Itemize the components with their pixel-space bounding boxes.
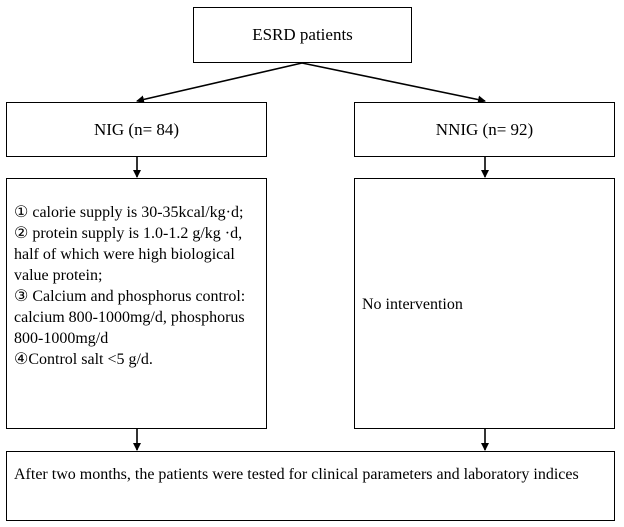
- arrow-root-to-nnig: [301, 62, 486, 104]
- nig-intervention-item-calorie: ① calorie supply is 30-35kcal/kg·d;: [14, 204, 244, 221]
- root-node-box: ESRD patients: [193, 7, 412, 63]
- nnig-group-box: NNIG (n= 92): [354, 102, 615, 157]
- nig-group-label: NIG (n= 84): [93, 119, 180, 139]
- nig-intervention-item-salt: ④Control salt <5 g/d.: [14, 351, 153, 368]
- outcome-text: After two months, the patients were test…: [14, 466, 579, 483]
- root-node-label: ESRD patients: [252, 25, 353, 44]
- nig-intervention-item-calcium-phosphorus: ③ Calcium and phosphorus control: calciu…: [14, 288, 246, 347]
- nnig-group-label: NNIG (n= 92): [435, 119, 534, 139]
- nig-intervention-item-protein: ② protein supply is 1.0-1.2 g/kg ·d, hal…: [14, 225, 243, 284]
- nig-group-box: NIG (n= 84): [6, 102, 267, 157]
- arrow-root-to-nig: [136, 62, 303, 104]
- nig-intervention-list: ① calorie supply is 30-35kcal/kg·d; ② pr…: [14, 202, 260, 370]
- nig-intervention-box: ① calorie supply is 30-35kcal/kg·d; ② pr…: [6, 178, 267, 429]
- nnig-intervention-text: No intervention: [362, 296, 463, 313]
- outcome-box: After two months, the patients were test…: [6, 451, 615, 521]
- nnig-intervention-box: No intervention: [354, 178, 615, 429]
